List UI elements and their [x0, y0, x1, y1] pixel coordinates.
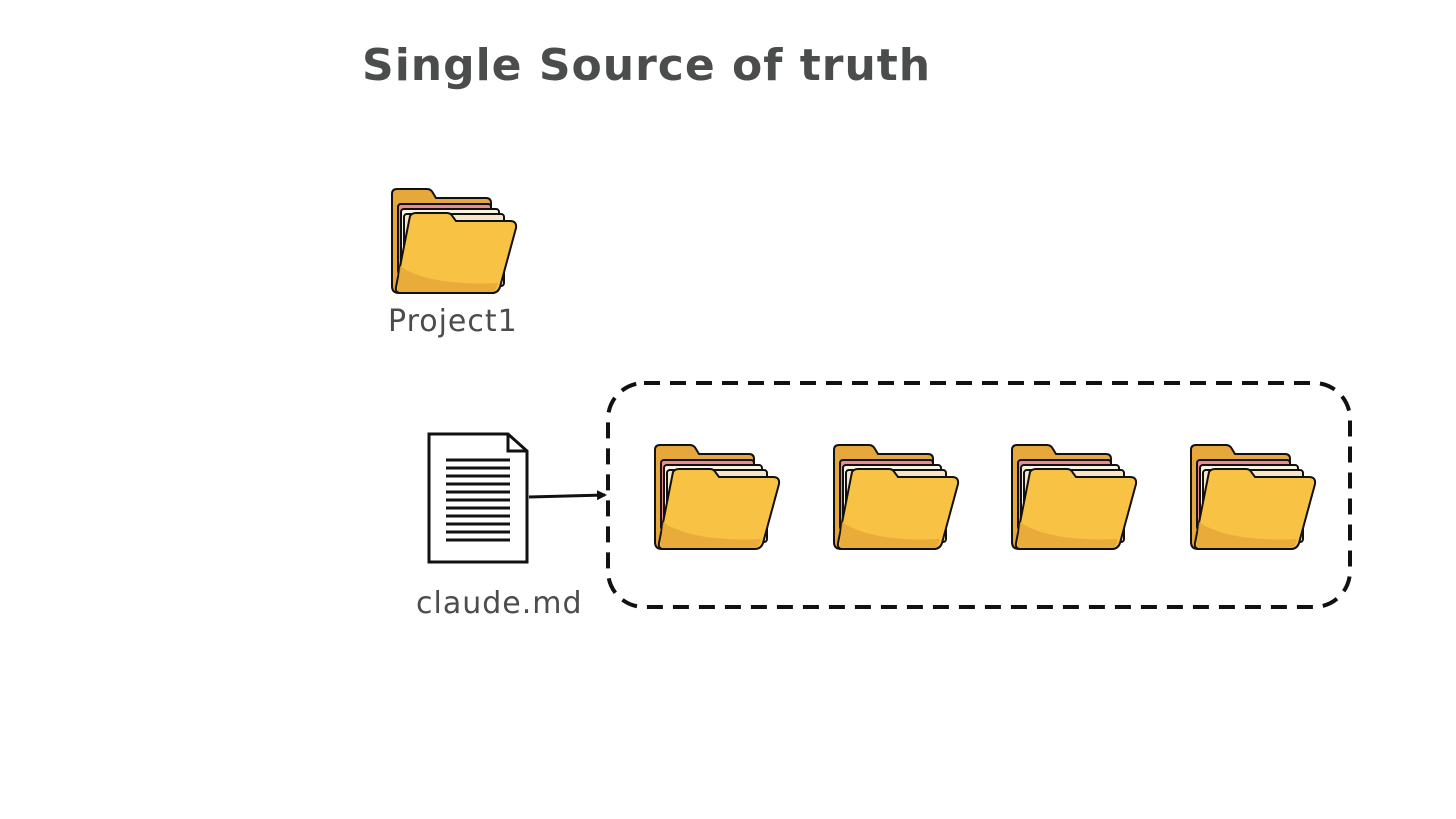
project-label: Project1 — [388, 304, 518, 339]
group-folder-icon — [652, 442, 782, 552]
folder-icon — [391, 188, 518, 294]
project-folder-icon — [389, 186, 519, 296]
propagation-arrow — [528, 490, 607, 501]
group-folder-icon — [831, 442, 961, 552]
source-file-label: claude.md — [416, 586, 583, 621]
diagram-title: Single Source of truth — [362, 40, 932, 91]
group-folder-icon — [1009, 442, 1139, 552]
group-folder-icon — [1188, 442, 1318, 552]
document-icon — [426, 431, 530, 565]
